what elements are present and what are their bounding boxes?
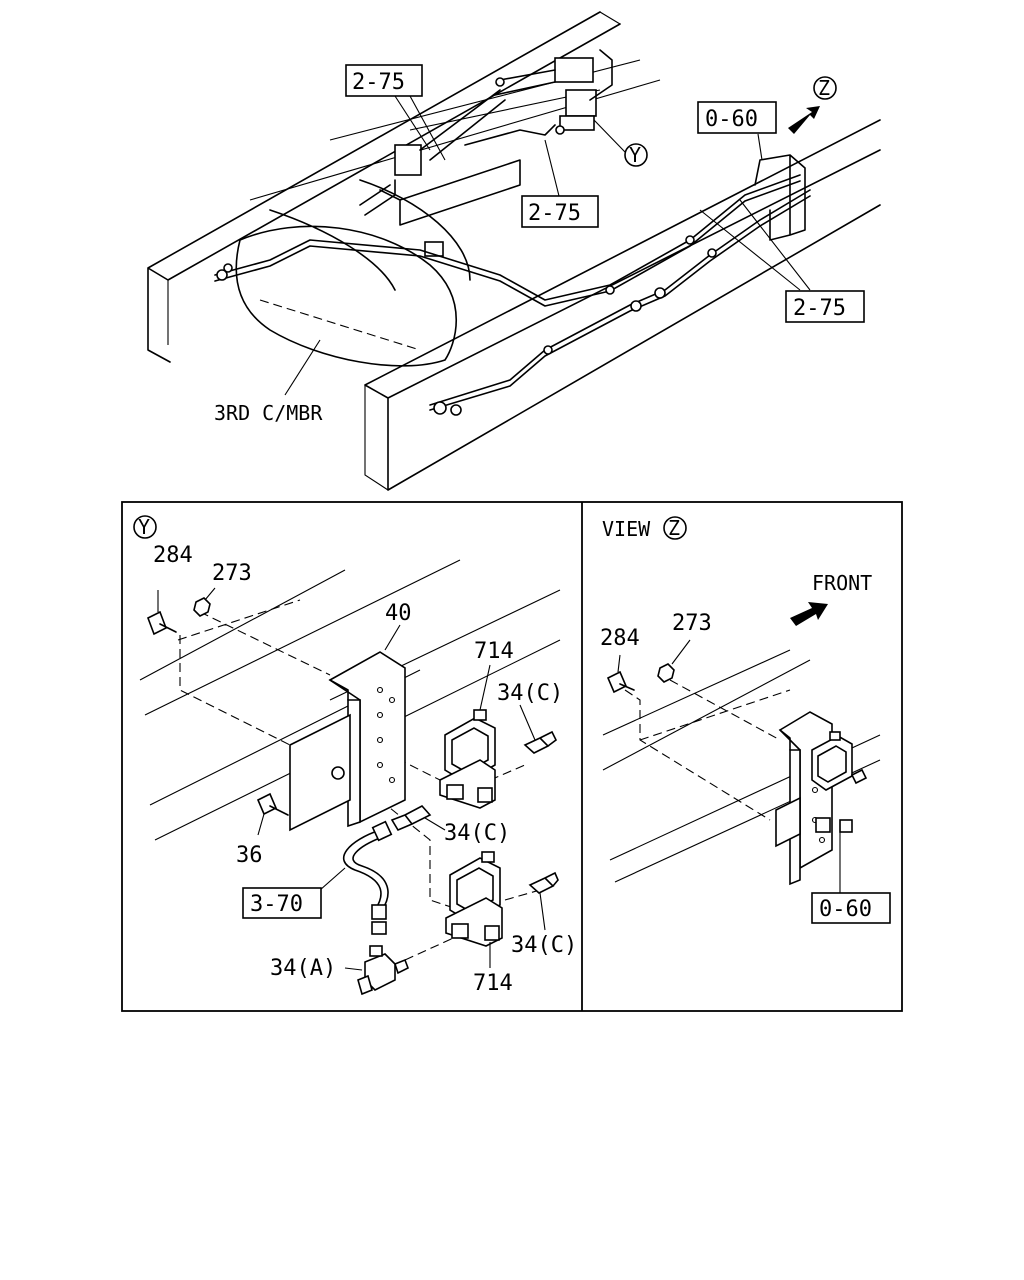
callout-box-370 bbox=[242, 887, 322, 919]
marker-circle-z bbox=[813, 76, 837, 100]
label-060-z: 0-60 bbox=[819, 897, 872, 922]
bolt-36 bbox=[256, 792, 289, 816]
detail-y-marker-circle bbox=[133, 515, 157, 539]
right-frame-rail bbox=[364, 119, 881, 491]
label-284-y: 284 bbox=[153, 543, 193, 568]
callout-box-060 bbox=[697, 101, 777, 134]
solenoid-valve-z bbox=[811, 731, 868, 833]
label-34c-lower: 34(C) bbox=[511, 933, 577, 958]
tee-fitting-34a bbox=[357, 945, 410, 996]
chassis-overview bbox=[147, 11, 881, 491]
marker-circle-y bbox=[624, 143, 648, 167]
callout-box-275-b bbox=[521, 195, 599, 228]
detail-y-marker: Y bbox=[138, 515, 150, 539]
label-370: 3-70 bbox=[250, 892, 303, 917]
fitting-34c-upper bbox=[523, 730, 558, 754]
front-arrow bbox=[790, 602, 828, 626]
callout-060: 0-60 bbox=[705, 107, 758, 132]
callout-box-060-z bbox=[811, 892, 891, 924]
label-34c-mid: 34(C) bbox=[444, 821, 510, 846]
valve-mid bbox=[565, 89, 597, 117]
front-label: FRONT bbox=[812, 571, 872, 595]
solenoid-valve-714-upper bbox=[439, 709, 496, 809]
third-cross-member bbox=[235, 179, 471, 367]
detail-y-drawing bbox=[139, 559, 561, 996]
nut-273-z bbox=[657, 663, 675, 683]
nut-273-y bbox=[193, 597, 211, 617]
label-34a: 34(A) bbox=[270, 956, 336, 981]
detail-z-marker-circle bbox=[663, 516, 687, 540]
bolt-284-z bbox=[606, 670, 635, 694]
label-40: 40 bbox=[385, 601, 412, 626]
pipe-fittings bbox=[216, 77, 717, 416]
solenoid-valve-714-lower bbox=[445, 851, 503, 947]
label-273-y: 273 bbox=[212, 561, 252, 586]
valve-top bbox=[554, 57, 594, 83]
callout-275-c: 2-75 bbox=[793, 296, 846, 321]
label-36: 36 bbox=[236, 843, 263, 868]
marker-z: Z bbox=[818, 76, 830, 100]
callout-box-275-c bbox=[785, 290, 865, 323]
air-pipe-main bbox=[214, 174, 801, 307]
view-z-arrow bbox=[788, 106, 820, 134]
mounting-plate-y bbox=[289, 713, 351, 832]
right-bracket bbox=[754, 154, 806, 241]
valve-bracket bbox=[379, 159, 521, 226]
label-284-z: 284 bbox=[600, 626, 640, 651]
marker-y: Y bbox=[629, 143, 641, 167]
bolt-284-y bbox=[146, 610, 177, 636]
view-word: VIEW bbox=[602, 517, 651, 541]
detail-z-marker: Z bbox=[668, 516, 680, 540]
label-714-lower: 714 bbox=[473, 971, 513, 996]
callout-box-275-a bbox=[345, 64, 423, 97]
label-714-upper: 714 bbox=[474, 639, 514, 664]
detail-frame bbox=[121, 501, 903, 1012]
label-34c-upper: 34(C) bbox=[497, 681, 563, 706]
third-cross-member-label: 3RD C/MBR bbox=[214, 401, 323, 425]
detail-z-drawing bbox=[602, 602, 881, 895]
left-valve bbox=[394, 144, 422, 176]
fitting-34c-lower bbox=[528, 871, 559, 894]
pipe-370 bbox=[342, 829, 389, 911]
callout-275-a: 2-75 bbox=[352, 70, 405, 95]
fitting-34c-mid bbox=[390, 804, 432, 832]
label-273-z: 273 bbox=[672, 611, 712, 636]
callout-275-b: 2-75 bbox=[528, 201, 581, 226]
